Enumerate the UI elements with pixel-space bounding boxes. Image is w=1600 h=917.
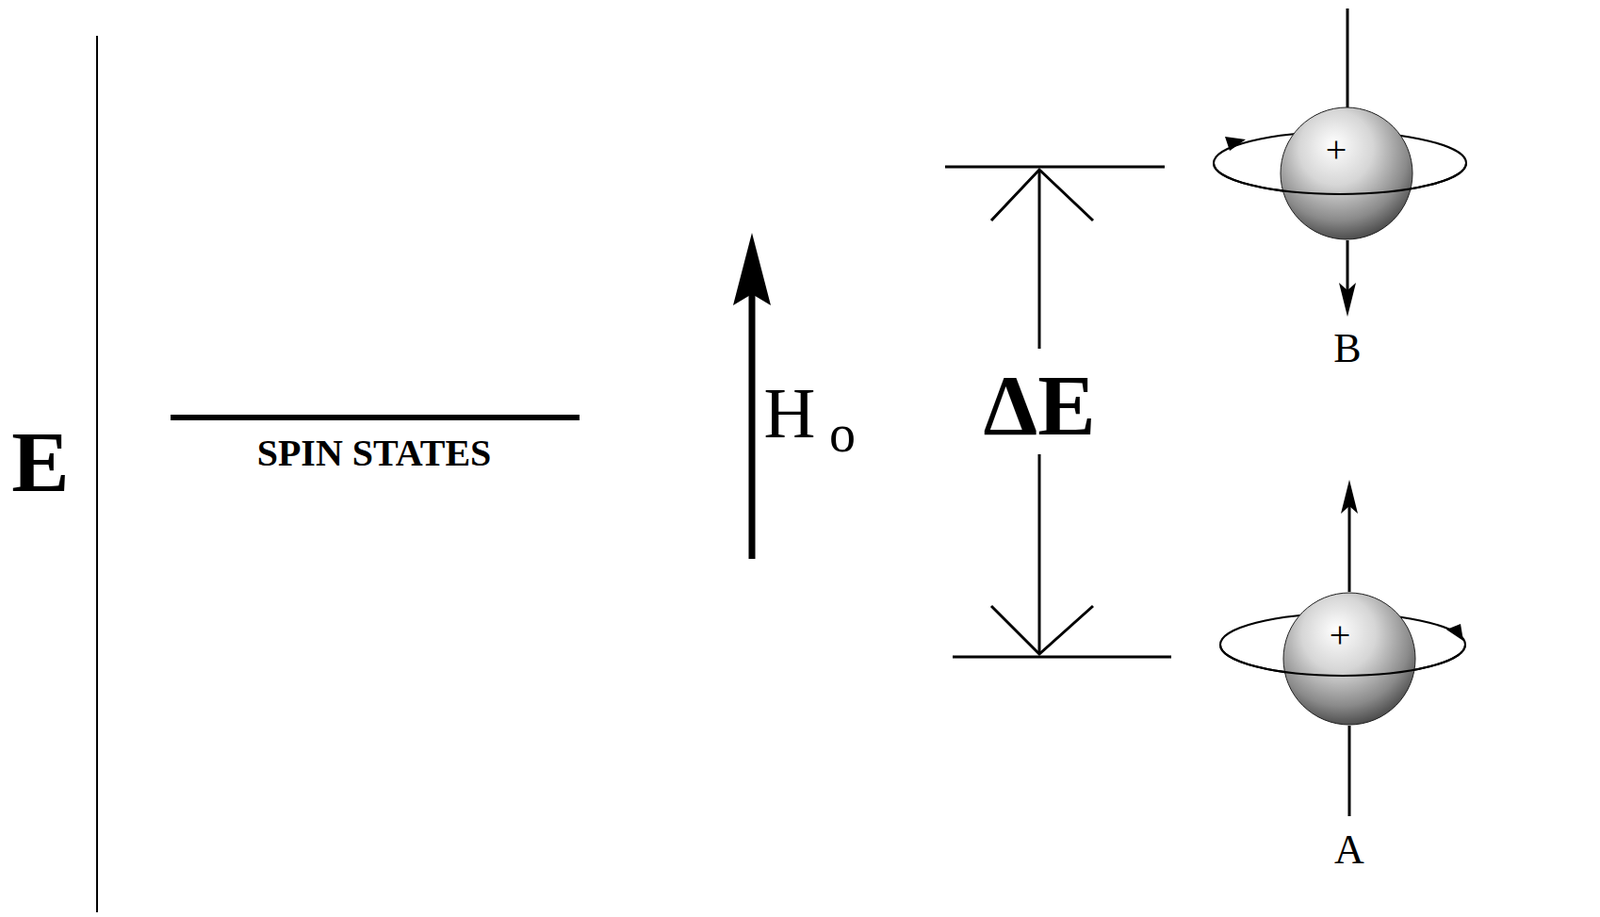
spinning-nucleus: + — [1279, 106, 1414, 241]
spinning-nucleus: + — [1282, 591, 1417, 726]
spin-axis — [1346, 8, 1350, 108]
energy-level — [945, 165, 1165, 169]
sphere-outline — [1282, 591, 1417, 726]
gap-arrow-head — [991, 605, 1094, 654]
energy-gap-label: ΔE — [982, 361, 1095, 449]
gap-arrow-head — [991, 169, 1094, 221]
level-label: SPIN STATES — [257, 434, 492, 473]
spin-axis — [1348, 725, 1352, 817]
field-arrow-shaft — [749, 293, 756, 559]
energy-axis — [96, 35, 98, 913]
sphere-outline — [1279, 106, 1414, 241]
field-subscript: o — [829, 407, 856, 460]
energy-level — [952, 655, 1172, 659]
field-symbol: H — [764, 376, 817, 449]
state-label: A — [1334, 829, 1365, 871]
moment-arrow-head — [1338, 282, 1356, 317]
axis-label: E — [11, 418, 69, 506]
state-label: B — [1333, 327, 1361, 370]
orbit-arrow-head — [1224, 136, 1246, 151]
gap-arrow-shaft — [1038, 169, 1042, 349]
nucleus-sphere — [1280, 107, 1413, 240]
field-arrow-head — [733, 232, 771, 306]
orbit-arrow-head — [1446, 623, 1464, 641]
gap-arrow-shaft — [1038, 454, 1042, 654]
charge-sign: + — [1329, 616, 1352, 654]
charge-sign: + — [1325, 130, 1348, 169]
nucleus-sphere — [1283, 592, 1416, 725]
energy-level — [170, 414, 580, 421]
moment-arrow-head — [1340, 479, 1358, 514]
moment-arrow-shaft — [1348, 497, 1352, 592]
